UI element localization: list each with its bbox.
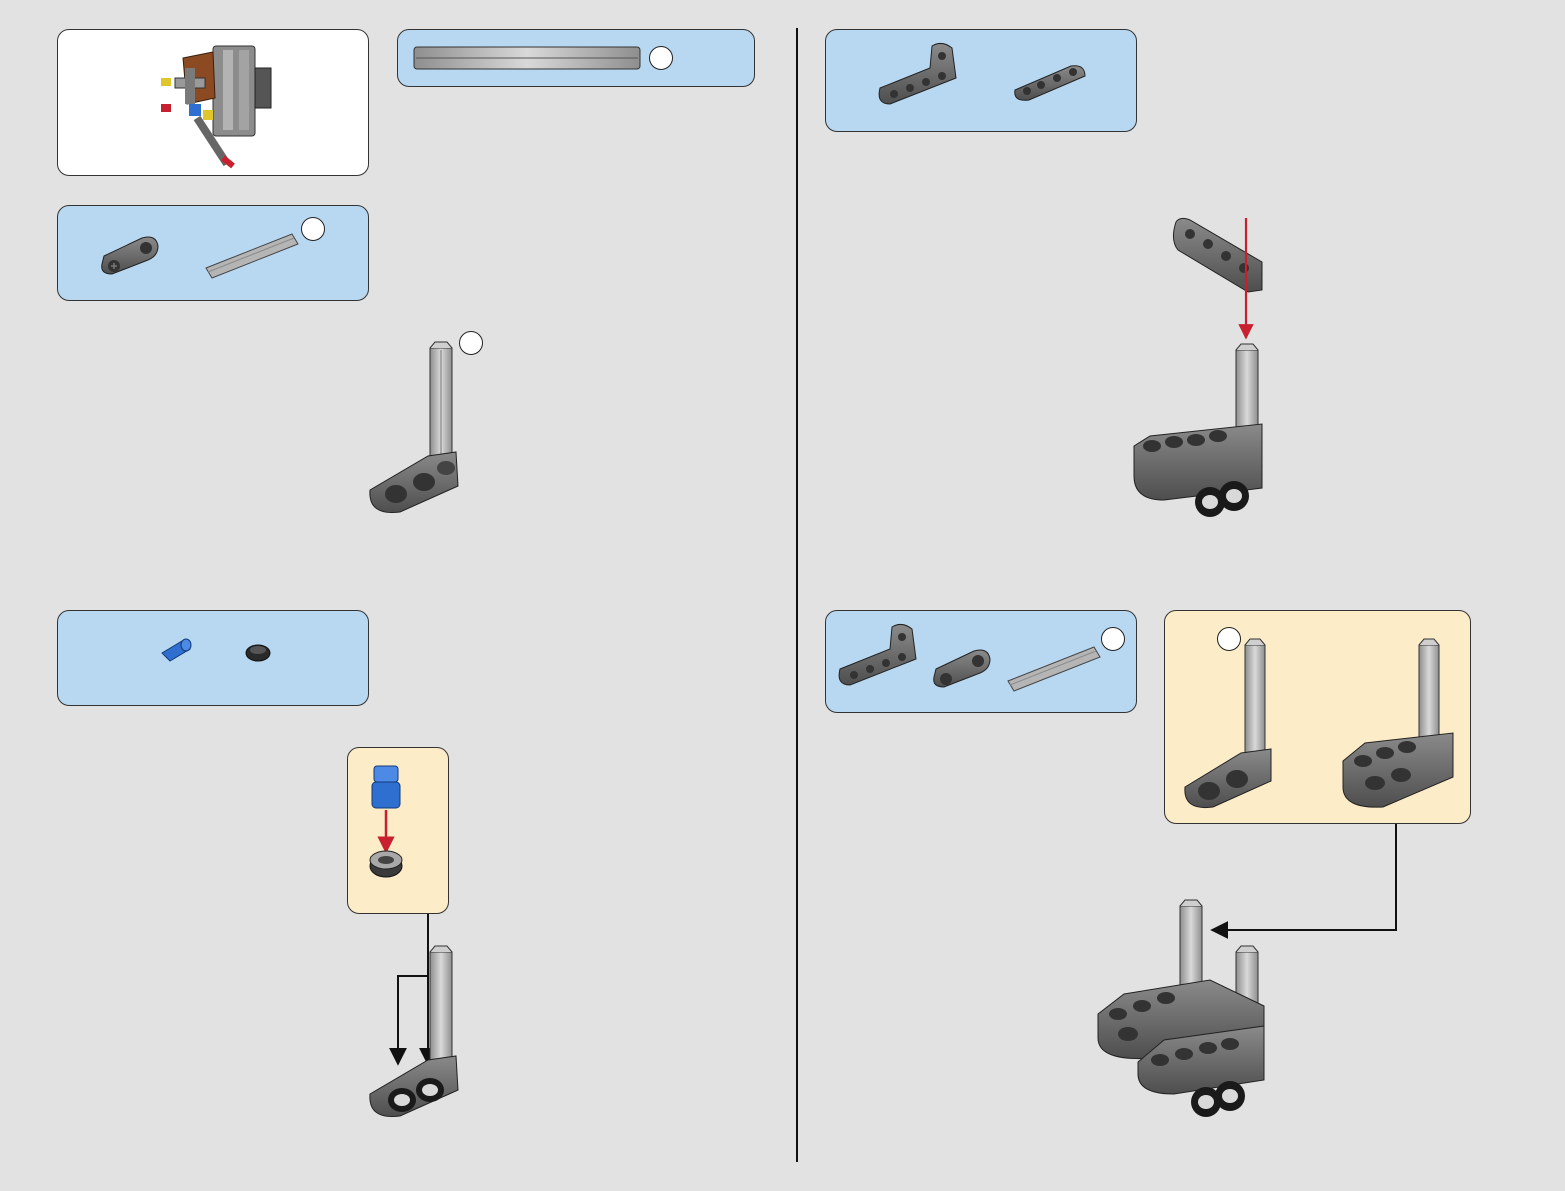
model-preview-panel (57, 29, 369, 176)
step-a-parts-panel (57, 205, 369, 301)
cross-axle-block-part (930, 641, 996, 691)
axle-length-icon (413, 46, 643, 72)
assembled-model-preview (153, 38, 283, 168)
step-d-axle-badge (1101, 627, 1125, 651)
beam-with-pins-assembly (366, 944, 466, 1120)
blue-pin-part (158, 635, 194, 665)
straight-beam-part (1011, 60, 1091, 106)
angled-beam-part (836, 619, 926, 689)
axle-part (202, 224, 302, 280)
step-b-parts-panel (57, 610, 369, 706)
pin-into-bush-subassembly (360, 760, 440, 910)
cross-axle-block-part (98, 228, 168, 278)
combined-assembly (1094, 898, 1274, 1120)
step-d-parts-panel (825, 610, 1137, 713)
step-d-callout (1164, 610, 1471, 824)
axle-length-guide (397, 29, 755, 87)
angled-beam-part (876, 38, 966, 108)
step-a-build-badge (459, 331, 483, 355)
step-b-callout (347, 747, 449, 914)
axle-part (1004, 637, 1104, 693)
axle-length-badge (649, 46, 673, 70)
column-divider (796, 28, 798, 1162)
step-c-parts-panel (825, 29, 1137, 132)
two-subassemblies (1179, 637, 1459, 817)
step-a-axle-badge (301, 217, 325, 241)
black-bush-part (244, 641, 274, 663)
axle-in-beam-assembly (366, 340, 466, 515)
beam-onto-axle-assembly (1130, 214, 1270, 524)
